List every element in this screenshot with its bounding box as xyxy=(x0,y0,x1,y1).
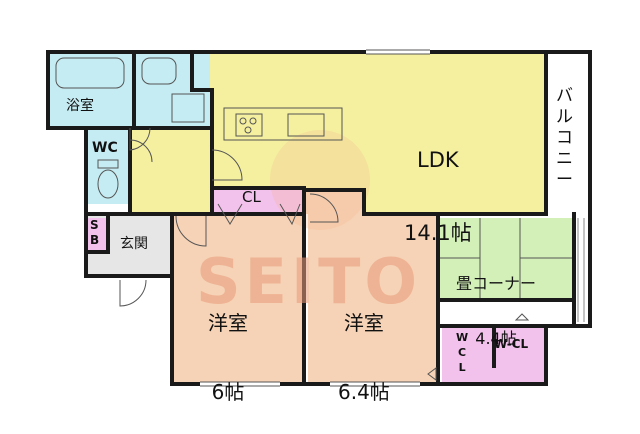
western1-size: 6帖 xyxy=(211,380,245,404)
wcl-label: W-CL xyxy=(494,337,529,351)
tatami-name: 畳コーナー xyxy=(456,273,537,293)
door-swing-w2 xyxy=(309,193,339,223)
bath-label: 浴室 xyxy=(66,98,94,114)
genkan-label: 玄関 xyxy=(120,236,148,252)
balcony-floor xyxy=(546,52,590,214)
tatami-label: 畳コーナー 4.4帖 xyxy=(456,238,536,385)
ldk-size: 14.1帖 xyxy=(404,220,472,245)
door-swing-ldk xyxy=(211,149,243,181)
sb-s-label: S xyxy=(90,218,99,232)
walls xyxy=(46,50,592,386)
kitchen-sink xyxy=(287,113,325,137)
wc-floor xyxy=(86,128,130,204)
washbasin xyxy=(141,57,177,85)
toilet xyxy=(97,169,119,199)
western2-floor xyxy=(308,212,438,382)
western2-size: 6.4帖 xyxy=(338,380,390,404)
cl-label: CL xyxy=(242,188,261,206)
western1-floor xyxy=(174,214,304,382)
wc-label: WC xyxy=(92,140,118,156)
ldk-label: LDK 14.1帖 xyxy=(404,100,472,293)
door-swing-w1 xyxy=(175,215,207,247)
western1-name: 洋室 xyxy=(208,311,248,335)
ldk-name: LDK xyxy=(417,148,459,173)
wcl2-closet-floor xyxy=(494,326,544,382)
balcony-label: バ ル コ ニ ー xyxy=(556,86,573,190)
door-swing-entrance xyxy=(119,279,147,307)
kitchen-counter xyxy=(223,107,343,141)
watermark-text: SEITO xyxy=(196,245,422,318)
fixtures xyxy=(55,49,585,387)
wcl-closet-floor xyxy=(442,326,494,382)
sb-floor xyxy=(86,218,108,252)
western1-label: 洋室 6帖 xyxy=(208,266,248,434)
toilet-tank xyxy=(97,159,119,169)
wcl2-label: W C L xyxy=(456,331,469,374)
hall-lower-floor xyxy=(212,150,272,188)
cl-floor xyxy=(214,188,302,212)
bathtub xyxy=(55,57,125,89)
cl-doors xyxy=(217,203,243,225)
western2-top-floor xyxy=(306,192,364,214)
washer-pan xyxy=(171,93,205,123)
closet-arrow xyxy=(514,313,530,321)
hall-floor xyxy=(130,128,212,214)
watermark-logo xyxy=(270,130,370,230)
stove xyxy=(235,113,263,137)
sb-b-label: B xyxy=(90,233,100,247)
door-swing-wc xyxy=(129,139,153,163)
tatami-size: 4.4帖 xyxy=(475,328,517,348)
western2-label: 洋室 6.4帖 xyxy=(338,266,390,434)
bath-floor xyxy=(48,52,134,128)
western2-name: 洋室 xyxy=(343,311,384,335)
